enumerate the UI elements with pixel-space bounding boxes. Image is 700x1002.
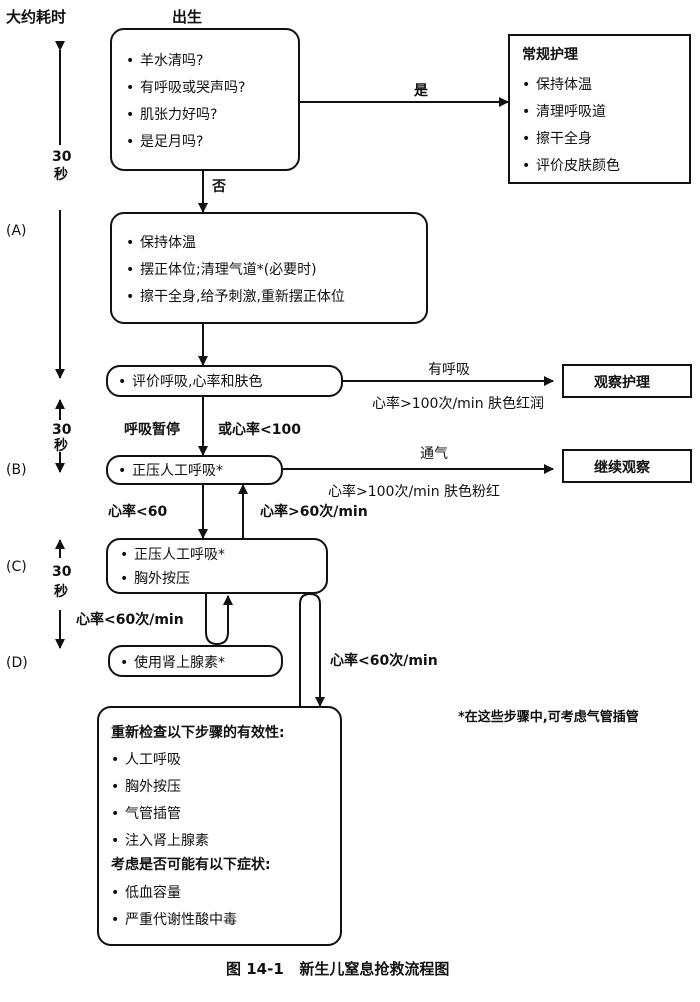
- label-hr-lt60-min-d: 心率<60次/min: [330, 653, 438, 669]
- routine-item: •保持体温: [522, 77, 592, 93]
- final-title-2: 考虑是否可能有以下症状:: [111, 857, 271, 873]
- final-title-1: 重新检查以下步骤的有效性:: [111, 725, 285, 741]
- final-check-box: 重新检查以下步骤的有效性: •人工呼吸 •胸外按压 •气管插管 •注入肾上腺素 …: [97, 706, 342, 946]
- stage-c-box: •正压人工呼吸* •胸外按压: [106, 538, 328, 594]
- stage-a-box: •保持体温 •摆正体位;清理气道*(必要时) •擦干全身,给予刺激,重新摆正体位: [110, 212, 428, 324]
- final-item: •注入肾上腺素: [111, 833, 209, 849]
- assess-item: •是足月吗?: [126, 134, 204, 150]
- timeline-label-3: 30 秒: [52, 564, 72, 600]
- label-hr-over100-pink2: 心率>100次/min 肤色粉红: [328, 484, 501, 500]
- label-hr-lt60-min-c: 心率<60次/min: [76, 612, 184, 628]
- label-apnea: 呼吸暂停: [124, 422, 180, 438]
- label-ventilated: 通气: [420, 446, 448, 462]
- label-breathing: 有呼吸: [428, 362, 470, 378]
- final-item: •严重代谢性酸中毒: [111, 912, 237, 928]
- initial-assessment-box: •羊水清吗? •有呼吸或哭声吗? •肌张力好吗? •是足月吗?: [110, 28, 300, 171]
- label-hr-over100-pink: 心率>100次/min 肤色红润: [372, 396, 545, 412]
- final-item: •人工呼吸: [111, 752, 181, 768]
- birth-label: 出生: [172, 8, 203, 26]
- continue-observe-text: 继续观察: [594, 460, 650, 476]
- stage-a-item: •保持体温: [126, 235, 196, 251]
- evaluate-box: •评价呼吸,心率和肤色: [106, 365, 343, 397]
- final-item: •胸外按压: [111, 779, 181, 795]
- time-column-header: 大约耗时: [6, 8, 67, 26]
- continue-observe-box: 继续观察: [562, 449, 692, 483]
- stage-label-d: (D): [6, 655, 28, 671]
- routine-item: •擦干全身: [522, 131, 592, 147]
- evaluate-text: •评价呼吸,心率和肤色: [118, 374, 263, 390]
- timeline-label-2: 30 秒: [52, 422, 72, 454]
- stage-label-c: (C): [6, 559, 27, 575]
- stage-d-box: •使用肾上腺素*: [108, 645, 283, 677]
- ppv-box: •正压人工呼吸*: [106, 455, 283, 485]
- stage-c-item: •正压人工呼吸*: [120, 547, 225, 563]
- assess-item: •有呼吸或哭声吗?: [126, 80, 246, 96]
- stage-a-item: •擦干全身,给予刺激,重新摆正体位: [126, 289, 345, 305]
- observe-text: 观察护理: [594, 375, 650, 391]
- label-hr-lt60: 心率<60: [108, 504, 168, 520]
- timeline-label-1: 30 秒: [52, 149, 72, 183]
- label-yes: 是: [414, 83, 428, 99]
- final-item: •气管插管: [111, 806, 181, 822]
- stage-a-item: •摆正体位;清理气道*(必要时): [126, 262, 317, 278]
- label-hr-gt60: 心率>60次/min: [260, 504, 368, 520]
- routine-item: •评价皮肤颜色: [522, 158, 620, 174]
- figure-caption: 图 14-1 新生儿窒息抢救流程图: [226, 960, 450, 978]
- stage-label-a: (A): [6, 223, 27, 239]
- ppv-text: •正压人工呼吸*: [118, 463, 223, 479]
- assess-item: •羊水清吗?: [126, 53, 204, 69]
- stage-d-text: •使用肾上腺素*: [120, 655, 225, 671]
- routine-item: •清理呼吸道: [522, 104, 606, 120]
- footnote: *在这些步骤中,可考虑气管插管: [458, 710, 639, 725]
- loop-final-c: [299, 592, 325, 708]
- routine-care-title: 常规护理: [522, 47, 578, 63]
- observe-box: 观察护理: [562, 364, 692, 398]
- stage-label-b: (B): [6, 462, 27, 478]
- stage-c-item: •胸外按压: [120, 571, 190, 587]
- routine-care-box: 常规护理 •保持体温 •清理呼吸道 •擦干全身 •评价皮肤颜色: [508, 34, 691, 184]
- label-no: 否: [212, 179, 226, 195]
- final-item: •低血容量: [111, 885, 181, 901]
- label-or-hr-lt100: 或心率<100: [218, 422, 301, 438]
- assess-item: •肌张力好吗?: [126, 107, 218, 123]
- loop-c-d: [205, 592, 233, 646]
